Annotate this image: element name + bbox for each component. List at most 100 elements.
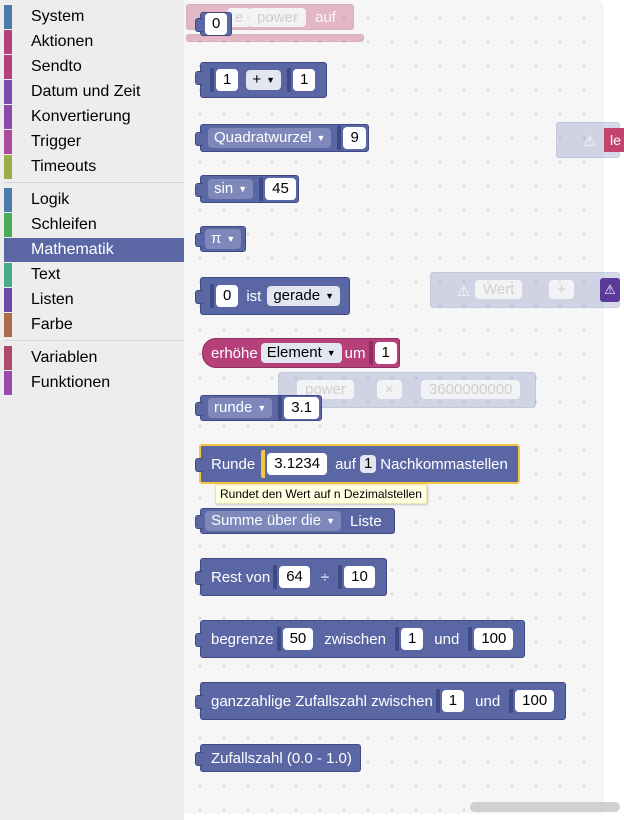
- function-dropdown[interactable]: runde▼: [208, 398, 273, 418]
- number-field[interactable]: 1: [293, 69, 316, 91]
- output-nub: [195, 695, 203, 709]
- category-color-bar: [4, 105, 12, 129]
- chevron-down-icon: ▼: [326, 516, 335, 526]
- constant-dropdown[interactable]: π▼: [205, 229, 242, 249]
- operator-dropdown[interactable]: +▼: [246, 70, 282, 90]
- category-label: Funktionen: [31, 374, 111, 391]
- function-dropdown[interactable]: sin▼: [208, 179, 254, 199]
- category-funktionen[interactable]: Funktionen: [4, 371, 184, 395]
- category-label: Mathematik: [31, 241, 114, 258]
- category-sendto[interactable]: Sendto: [4, 55, 184, 79]
- constant-block[interactable]: π▼: [195, 226, 247, 252]
- category-system[interactable]: System: [4, 5, 184, 29]
- category-label: Datum und Zeit: [31, 83, 141, 100]
- number-field[interactable]: 64: [279, 566, 310, 588]
- sqrt-block[interactable]: Quadratwurzel ▼ 9: [195, 124, 369, 152]
- category-color-bar: [4, 30, 12, 54]
- block-label: ganzzahlige Zufallszahl zwischen: [211, 692, 433, 710]
- number-field[interactable]: 1: [216, 69, 239, 91]
- chevron-down-icon: ▼: [257, 403, 267, 413]
- category-text[interactable]: Text: [4, 263, 184, 287]
- input-slot: 1: [368, 341, 399, 365]
- output-nub: [195, 571, 203, 585]
- output-nub: [195, 71, 203, 85]
- change-variable-block[interactable]: erhöhe Element▼ um 1: [202, 338, 400, 368]
- chevron-down-icon: ▼: [226, 234, 236, 244]
- block-label: ÷: [320, 568, 330, 586]
- category-color-bar: [4, 213, 12, 237]
- modulo-block[interactable]: Rest von 64 ÷ 10: [195, 558, 387, 596]
- horizontal-scrollbar[interactable]: [470, 802, 620, 812]
- input-slot: 3.1: [278, 396, 322, 420]
- property-dropdown[interactable]: gerade▼: [267, 286, 340, 306]
- trig-block[interactable]: sin▼ 45: [195, 175, 299, 203]
- decimals-field[interactable]: 1: [359, 455, 377, 473]
- block-label: auf: [335, 455, 356, 473]
- random-float-block[interactable]: Zufallszahl (0.0 - 1.0): [195, 744, 361, 772]
- category-color-bar: [4, 155, 12, 179]
- function-dropdown[interactable]: Summe über die▼: [205, 511, 341, 531]
- number-field[interactable]: 100: [474, 628, 514, 650]
- number-field[interactable]: 1: [374, 342, 397, 364]
- category-logik[interactable]: Logik: [4, 188, 184, 212]
- category-color-bar: [4, 288, 12, 312]
- category-mathematik[interactable]: Mathematik: [4, 238, 184, 262]
- category-farbe[interactable]: Farbe: [4, 313, 184, 337]
- number-field[interactable]: 3.1: [284, 397, 320, 419]
- category-datum-und-zeit[interactable]: Datum und Zeit: [4, 80, 184, 104]
- number-field[interactable]: 0: [216, 285, 239, 307]
- chevron-down-icon: ▼: [316, 133, 326, 143]
- output-nub: [195, 233, 203, 247]
- number-field[interactable]: 100: [515, 690, 555, 712]
- number-field[interactable]: 0: [205, 13, 228, 35]
- category-color-bar: [4, 80, 12, 104]
- chevron-down-icon: ▼: [326, 348, 336, 358]
- category-label: Aktionen: [31, 33, 94, 50]
- constrain-block[interactable]: begrenze 50 zwischen 1 und 100: [195, 620, 526, 658]
- toolbox: System Aktionen Sendto Datum und Zeit Ko…: [0, 0, 184, 820]
- block-label: und: [475, 692, 501, 710]
- number-block[interactable]: 0: [195, 12, 233, 36]
- round-decimals-block[interactable]: Runde 3.1234 auf 1 Nachkommastellen: [195, 444, 520, 484]
- category-listen[interactable]: Listen: [4, 288, 184, 312]
- even-check-block[interactable]: 0 ist gerade▼: [195, 277, 350, 315]
- ghost-field: power: [249, 8, 306, 27]
- warning-icon: ⚠: [457, 283, 471, 300]
- category-label: Logik: [31, 191, 70, 208]
- ghost-field: ×: [377, 380, 402, 399]
- output-nub: [195, 752, 203, 766]
- category-trigger[interactable]: Trigger: [4, 130, 184, 154]
- ghost-field: e: [227, 8, 252, 27]
- category-label: Variablen: [31, 349, 98, 366]
- category-color-bar: [4, 130, 12, 154]
- category-variablen[interactable]: Variablen: [4, 346, 184, 370]
- dropdown-label: Quadratwurzel: [214, 129, 312, 146]
- block-label: zwischen: [324, 630, 386, 648]
- ghost-fragment: le: [604, 128, 624, 152]
- arithmetic-block[interactable]: 1 +▼ 1: [195, 62, 328, 98]
- variable-dropdown[interactable]: Element▼: [260, 343, 342, 363]
- block-label: Rest von: [211, 568, 271, 586]
- number-field[interactable]: 9: [343, 127, 366, 149]
- function-dropdown[interactable]: Quadratwurzel ▼: [208, 128, 332, 148]
- number-field[interactable]: 1: [400, 628, 424, 650]
- output-nub: [195, 18, 203, 32]
- number-field[interactable]: 3.1234: [267, 453, 328, 475]
- category-aktionen[interactable]: Aktionen: [4, 30, 184, 54]
- category-timeouts[interactable]: Timeouts: [4, 155, 184, 179]
- number-field[interactable]: 45: [265, 178, 296, 200]
- category-schleifen[interactable]: Schleifen: [4, 213, 184, 237]
- number-field[interactable]: 50: [282, 628, 314, 650]
- number-field[interactable]: 1: [441, 690, 465, 712]
- category-konvertierung[interactable]: Konvertierung: [4, 105, 184, 129]
- chevron-down-icon: ▼: [325, 291, 334, 301]
- number-field[interactable]: 10: [344, 566, 375, 588]
- output-nub: [195, 132, 203, 146]
- round-block[interactable]: runde▼ 3.1: [195, 395, 323, 421]
- block-label: ist: [246, 287, 262, 305]
- block-label: Zufallszahl (0.0 - 1.0): [211, 749, 352, 767]
- input-slot: 50: [276, 627, 316, 651]
- list-sum-block[interactable]: Summe über die▼ Liste: [195, 508, 395, 534]
- random-int-block[interactable]: ganzzahlige Zufallszahl zwischen 1 und 1…: [195, 682, 567, 720]
- category-separator: [4, 340, 184, 341]
